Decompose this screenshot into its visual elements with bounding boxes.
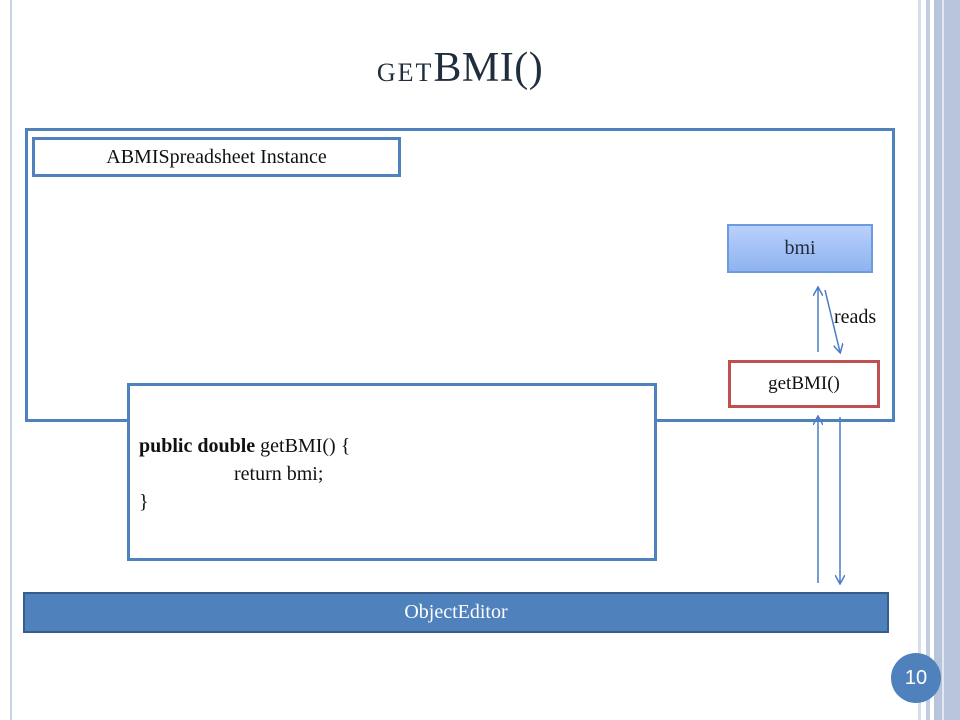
bmi-property-box: bmi xyxy=(727,224,873,273)
code-keyword-double: double xyxy=(197,435,256,457)
code-line-closing-brace: } xyxy=(139,491,149,513)
page-number-badge: 10 xyxy=(891,653,941,703)
right-decorative-band xyxy=(918,0,921,720)
slide-title-main: BMI() xyxy=(433,45,544,91)
getbmi-method-box: getBMI() xyxy=(728,360,880,408)
code-line-return: return bmi; xyxy=(234,463,324,485)
right-decorative-band xyxy=(934,0,960,720)
reads-label: reads xyxy=(834,306,877,328)
slide-title: getBMI() xyxy=(0,44,920,92)
slide-title-prefix: get xyxy=(376,58,434,87)
right-decorative-band xyxy=(942,0,944,720)
code-line-signature: public double getBMI() { xyxy=(139,435,350,458)
instance-label: ABMISpreadsheet Instance xyxy=(32,137,401,177)
code-box xyxy=(127,383,657,561)
object-editor-bar: ObjectEditor xyxy=(23,592,889,633)
code-keyword-public: public xyxy=(139,435,193,457)
code-method-signature: getBMI() { xyxy=(260,435,351,457)
left-decorative-rule xyxy=(10,0,12,720)
arrow-bmi-to-getbmi-reads xyxy=(824,289,840,352)
right-decorative-band xyxy=(926,0,930,720)
